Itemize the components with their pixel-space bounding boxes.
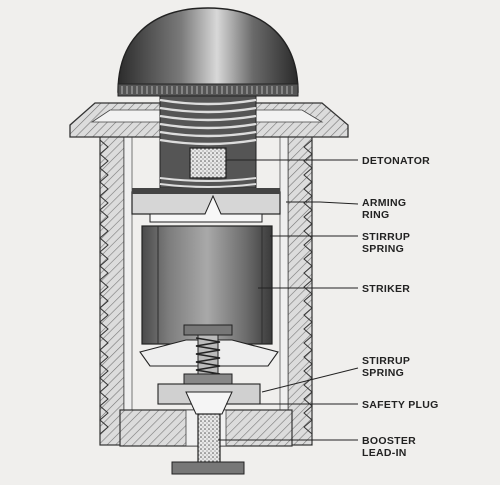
label-stirrup-spring-upper-line2: SPRING [362, 243, 404, 255]
label-booster-lead-in-line2: LEAD-IN [362, 447, 407, 459]
leader-lines [218, 159, 359, 441]
arming-ring [131, 188, 281, 223]
label-stirrup-spring-lower-line2: SPRING [362, 367, 404, 379]
label-stirrup-spring-lower-line1: STIRRUP [362, 355, 410, 367]
label-arming-ring-line2: RING [362, 209, 389, 221]
dome-cap [117, 7, 299, 97]
booster-lead-in [171, 413, 245, 475]
label-booster-lead-in-line1: BOOSTER [362, 435, 416, 447]
label-arming-ring-line1: ARMING [362, 197, 406, 209]
label-safety-plug: SAFETY PLUG [362, 399, 439, 411]
lower-spring-assembly [139, 324, 279, 415]
detonator-charge [189, 147, 227, 179]
striker-cylinder [141, 225, 273, 345]
label-striker: STRIKER [362, 283, 410, 295]
label-detonator: DETONATOR [362, 155, 430, 167]
label-stirrup-spring-upper-line1: STIRRUP [362, 231, 410, 243]
labels: DETONATOR ARMING RING STIRRUP SPRING STR… [362, 155, 439, 459]
external-threads [99, 139, 313, 435]
